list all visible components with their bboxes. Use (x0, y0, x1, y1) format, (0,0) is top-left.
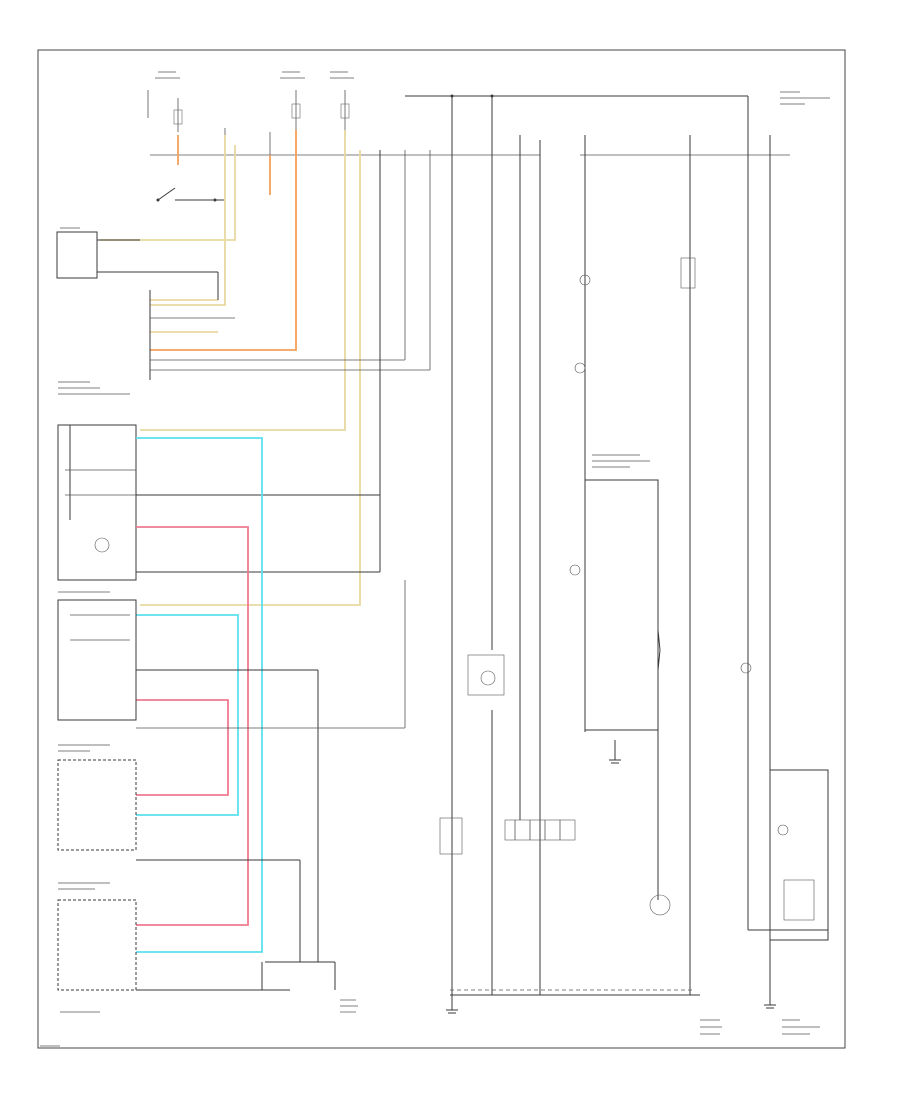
footer-code: W000000 (40, 1040, 62, 1046)
label-marks (40, 71, 830, 1047)
switch-icon (467, 654, 505, 696)
connector-pins-upper (149, 150, 431, 380)
connector-icon (504, 819, 576, 841)
fuse-icon (173, 103, 350, 125)
passenger-seat-switch (57, 759, 301, 962)
right-module (748, 769, 829, 941)
middle-wires (451, 135, 771, 995)
motor-icon (94, 537, 110, 553)
top-power-bus (405, 94, 749, 135)
cyan-wires (136, 437, 263, 953)
pink-wires (136, 526, 249, 926)
instrument-cluster (584, 479, 661, 900)
ground-bus (450, 989, 700, 996)
lamp-icon (569, 274, 789, 836)
bottom-module (261, 961, 336, 991)
passenger-seat-assembly (57, 899, 290, 991)
chime-module (56, 231, 219, 300)
lamp-switch-left (439, 817, 463, 855)
orange-wires (150, 130, 297, 351)
seat-control-module (57, 150, 381, 581)
diagram-frame (37, 49, 846, 1049)
door-switch (680, 257, 696, 289)
ground-icon (446, 740, 776, 1014)
driver-seat-module (57, 580, 406, 962)
motor-icon (649, 879, 815, 921)
tan-wires (100, 130, 361, 606)
switch-icon (156, 187, 225, 202)
